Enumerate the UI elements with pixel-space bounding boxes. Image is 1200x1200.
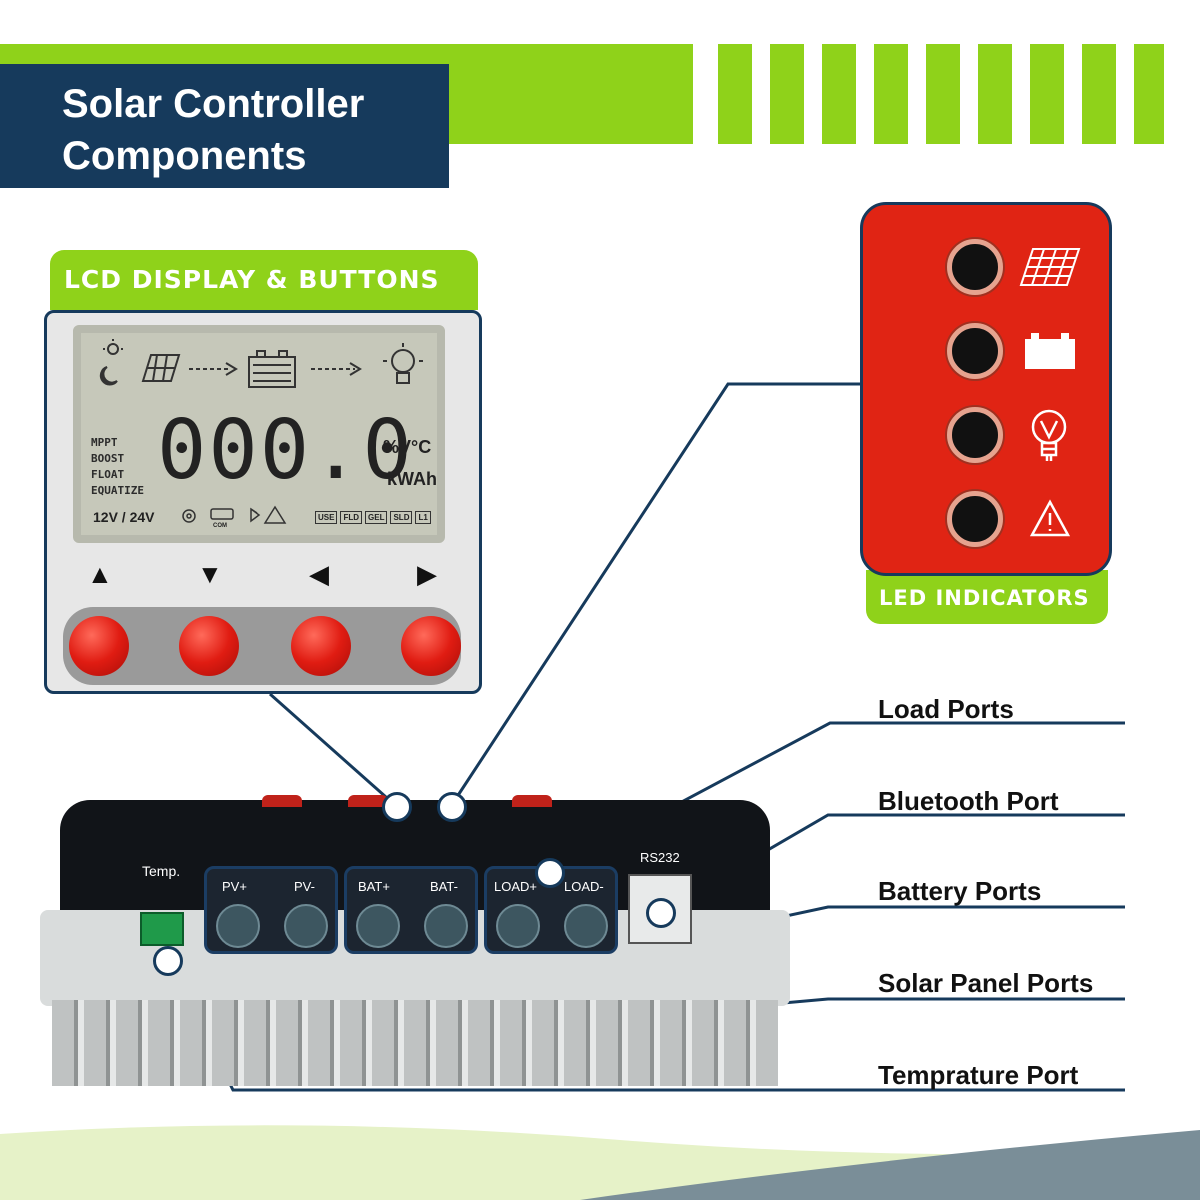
lcd-mode-boost: BOOST <box>91 452 125 465</box>
lcd-top-icons <box>99 339 423 388</box>
arrow-up-icon: ▲ <box>87 559 113 589</box>
lcd-status-gel: GEL <box>365 511 388 524</box>
stripe <box>822 44 856 144</box>
lcd-com: COM <box>213 523 227 529</box>
led-solar <box>947 239 1003 295</box>
lcd-status-sld: SLD <box>390 511 413 524</box>
led-battery <box>947 323 1003 379</box>
led-load <box>947 407 1003 463</box>
title-box: Solar Controller Components <box>0 64 449 188</box>
pv-minus-port[interactable] <box>284 904 328 948</box>
bat-minus-port[interactable] <box>424 904 468 948</box>
load-minus-port[interactable] <box>564 904 608 948</box>
lcd-voltage: 12V / 24V <box>93 509 155 525</box>
load-marker <box>535 858 565 888</box>
callout-load-ports: Load Ports <box>878 694 1014 724</box>
top-red-button <box>348 795 388 807</box>
lcd-section-tab: LCD DISPLAY & BUTTONS <box>50 250 478 310</box>
lcd-digits: 000.0 <box>157 403 414 498</box>
load-plus-label: LOAD+ <box>494 879 537 894</box>
stripe <box>1134 44 1164 144</box>
temperature-marker <box>153 946 183 976</box>
lcd-mode-float: FLOAT <box>91 468 125 481</box>
callout-bluetooth-port: Bluetooth Port <box>878 786 1059 816</box>
rs232-label: RS232 <box>640 850 680 865</box>
arrow-right-icon: ▶ <box>417 559 437 589</box>
stripe <box>770 44 804 144</box>
page-title-line1: Solar Controller <box>62 82 365 126</box>
arrow-down-icon: ▼ <box>197 559 223 589</box>
load-minus-label: LOAD- <box>564 879 604 894</box>
solar-panel-icon <box>1019 248 1081 286</box>
down-button[interactable] <box>179 616 239 676</box>
lcd-mode-mppt: MPPT <box>91 436 118 449</box>
bat-plus-port[interactable] <box>356 904 400 948</box>
device-heatsink <box>52 1000 778 1086</box>
lcd-mode-labels: MPPT BOOST FLOAT EQUATIZE <box>91 435 144 499</box>
lcd-mode-equatize: EQUATIZE <box>91 484 144 497</box>
stripe <box>1082 44 1116 144</box>
load-plus-port[interactable] <box>496 904 540 948</box>
temp-label: Temp. <box>142 863 181 879</box>
led-marker <box>437 792 467 822</box>
stripe <box>1030 44 1064 144</box>
lightbulb-icon <box>1031 409 1067 461</box>
pv-plus-port[interactable] <box>216 904 260 948</box>
lcd-bottom-icons <box>182 505 287 524</box>
lcd-status-boxes: USE FLD GEL SLD L1 <box>315 511 431 524</box>
lcd-panel: MPPT BOOST FLOAT EQUATIZE 000.0 %V°C kWA… <box>44 310 482 694</box>
top-red-button <box>512 795 552 807</box>
callout-temperature-port: Temprature Port <box>878 1060 1079 1090</box>
button-strip <box>63 607 461 685</box>
top-red-button <box>262 795 302 807</box>
right-button[interactable] <box>401 616 461 676</box>
lcd-screen: MPPT BOOST FLOAT EQUATIZE 000.0 %V°C kWA… <box>73 325 445 543</box>
lcd-units-bottom: kWAh <box>387 469 438 489</box>
led-warning <box>947 491 1003 547</box>
stripe <box>874 44 908 144</box>
pv-plus-label: PV+ <box>222 879 247 894</box>
led-section-tab: LED INDICATORS <box>866 570 1108 624</box>
up-button[interactable] <box>69 616 129 676</box>
arrow-left-icon: ◀ <box>309 559 329 589</box>
lcd-status-fld: FLD <box>340 511 363 524</box>
temp-connector <box>140 912 184 946</box>
lcd-marker <box>382 792 412 822</box>
warning-icon <box>1029 499 1071 537</box>
lcd-units-top: %V°C <box>383 437 432 457</box>
bat-plus-label: BAT+ <box>358 879 390 894</box>
battery-icon <box>1025 333 1075 369</box>
stripe <box>926 44 960 144</box>
lcd-status-use: USE <box>315 511 338 524</box>
page-title-line2: Components <box>62 134 307 178</box>
stripe <box>718 44 752 144</box>
bat-minus-label: BAT- <box>430 879 458 894</box>
callout-battery-ports: Battery Ports <box>878 876 1042 906</box>
bluetooth-marker <box>646 898 676 928</box>
pv-minus-label: PV- <box>294 879 315 894</box>
stripe <box>978 44 1012 144</box>
lcd-status-l1: L1 <box>415 511 431 524</box>
callout-solar-panel-ports: Solar Panel Ports <box>878 968 1094 998</box>
left-button[interactable] <box>291 616 351 676</box>
bottom-wave <box>0 1125 1200 1200</box>
led-panel <box>860 202 1112 576</box>
